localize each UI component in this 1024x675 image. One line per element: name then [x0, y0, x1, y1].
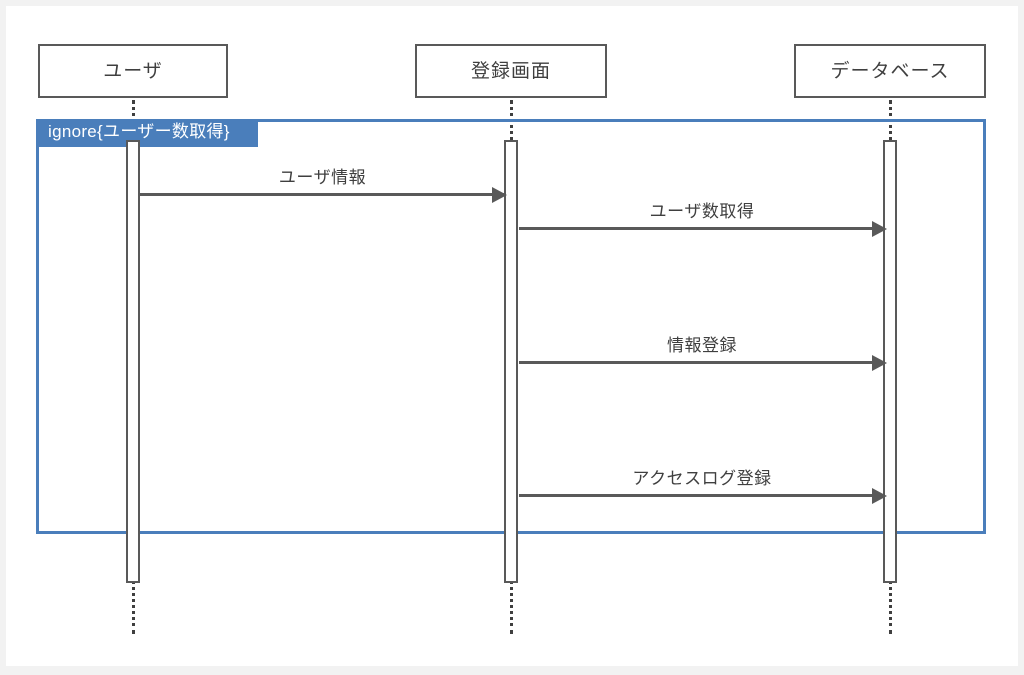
diagram-canvas: ユーザ 登録画面 データベース ignore{ユーザー数取得} ユーザ情報 ユー… [6, 6, 1018, 666]
participant-label-screen: 登録画面 [470, 60, 551, 82]
message-line-1 [140, 193, 505, 196]
message-arrowhead-2 [872, 221, 887, 237]
activation-bar-user[interactable] [126, 140, 140, 583]
participant-label-user: ユーザ [103, 60, 163, 82]
message-1-user-information[interactable]: ユーザ情報 [140, 168, 507, 203]
message-4-register-access-log[interactable]: アクセスログ登録 [519, 469, 887, 504]
message-arrowhead-4 [872, 488, 887, 504]
participant-box-user[interactable]: ユーザ [38, 44, 228, 98]
message-arrowhead-1 [492, 187, 507, 203]
activation-bar-screen[interactable] [504, 140, 518, 583]
message-3-register-information[interactable]: 情報登録 [519, 336, 887, 371]
message-label-3: 情報登録 [667, 336, 737, 355]
message-line-4 [519, 494, 885, 497]
message-line-3 [519, 361, 885, 364]
message-label-1: ユーザ情報 [278, 168, 367, 187]
participant-box-database[interactable]: データベース [794, 44, 986, 98]
fragment-tag-ignore[interactable]: ignore{ユーザー数取得} [36, 119, 258, 147]
message-arrowhead-3 [872, 355, 887, 371]
message-2-get-user-count[interactable]: ユーザ数取得 [519, 202, 887, 237]
message-line-2 [519, 227, 885, 230]
message-label-4: アクセスログ登録 [632, 469, 772, 488]
participant-label-database: データベース [830, 60, 950, 82]
message-label-2: ユーザ数取得 [649, 202, 755, 221]
participant-box-screen[interactable]: 登録画面 [415, 44, 607, 98]
fragment-tag-label: ignore{ユーザー数取得} [48, 122, 230, 141]
